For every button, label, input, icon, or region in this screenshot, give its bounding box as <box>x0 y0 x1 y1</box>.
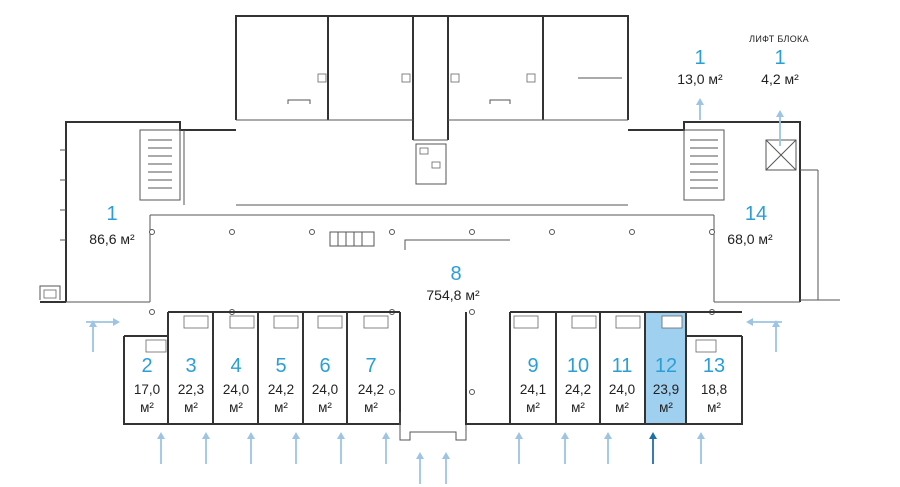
room-12-unit: м² <box>659 400 673 415</box>
room-2-number[interactable]: 2 <box>141 355 152 377</box>
unit-12-highlight[interactable] <box>645 312 686 424</box>
room-6-unit: м² <box>318 400 332 415</box>
room-13-number[interactable]: 13 <box>703 355 725 377</box>
room-1-area: 13,0 м² <box>677 71 723 87</box>
entrance-arrow-icon <box>696 98 704 105</box>
entrance-arrow-icon <box>776 110 784 117</box>
room-5-unit: м² <box>274 400 288 415</box>
entrance-arrow-icon <box>746 318 753 326</box>
room-6-area: 24,0 <box>312 382 338 397</box>
room-10-unit: м² <box>571 400 585 415</box>
room-6-number[interactable]: 6 <box>319 355 330 377</box>
corridor <box>149 204 715 395</box>
entrance-arrow-icon <box>292 432 300 439</box>
room-3-area: 22,3 <box>178 382 204 397</box>
room-5-area: 24,2 <box>268 382 294 397</box>
room-3-number[interactable]: 3 <box>185 355 196 377</box>
room-8-area: 754,8 м² <box>426 287 480 303</box>
entrance-arrow-icon <box>649 432 657 439</box>
room-4-number[interactable]: 4 <box>230 355 241 377</box>
left-units <box>123 311 467 441</box>
room-1-number[interactable]: 1 <box>694 47 705 69</box>
room-11-unit: м² <box>615 400 629 415</box>
room-7-unit: м² <box>364 400 378 415</box>
room-7-area: 24,2 <box>358 382 384 397</box>
entrance-arrow-icon <box>337 432 345 439</box>
room-11-number[interactable]: 11 <box>612 355 633 377</box>
room-9-unit: м² <box>526 400 540 415</box>
entrance-arrow-icon <box>416 452 424 459</box>
entrance-arrow-icon <box>89 320 97 327</box>
room-2-unit: м² <box>140 400 154 415</box>
room-14-area: 68,0 м² <box>727 231 773 247</box>
entrance-arrow-icon <box>382 432 390 439</box>
entrance-arrow-icon <box>697 432 705 439</box>
room-1-left-number[interactable]: 1 <box>106 203 117 225</box>
entrance-arrow-icon <box>604 432 612 439</box>
room-12-area: 23,9 <box>653 382 679 397</box>
entrance-arrow-icon <box>247 432 255 439</box>
room-9-area: 24,1 <box>520 382 546 397</box>
room-8-number[interactable]: 8 <box>450 263 461 285</box>
right-units <box>465 311 743 425</box>
room-10-number[interactable]: 10 <box>567 355 589 377</box>
entrance-arrows <box>86 98 784 484</box>
room-14-number[interactable]: 14 <box>745 203 767 225</box>
main-shell <box>39 121 840 303</box>
entrance-arrow-icon <box>202 432 210 439</box>
entrance-arrow-icon <box>157 432 165 439</box>
room-13-area: 18,8 <box>701 382 727 397</box>
room-13-unit: м² <box>707 400 721 415</box>
room-1-lift-number[interactable]: 1 <box>774 47 785 69</box>
room-2-area: 17,0 <box>134 382 160 397</box>
room-7-number[interactable]: 7 <box>365 355 376 377</box>
room-12-number[interactable]: 12 <box>655 355 677 377</box>
upper-block <box>235 15 629 141</box>
room-1-lift-area: 4,2 м² <box>761 71 799 87</box>
entrance-arrow-icon <box>772 320 780 327</box>
room-4-unit: м² <box>229 400 243 415</box>
block-lift-caption: ЛИФТ БЛОКА <box>749 34 809 44</box>
room-5-number[interactable]: 5 <box>275 355 286 377</box>
room-11-area: 24,0 <box>609 382 635 397</box>
room-9-number[interactable]: 9 <box>527 355 538 377</box>
entrance-arrow-icon <box>515 432 523 439</box>
room-1-left-area: 86,6 м² <box>89 231 135 247</box>
entrance-arrow-icon <box>561 432 569 439</box>
room-3-unit: м² <box>184 400 198 415</box>
entrance-arrow-icon <box>113 318 120 326</box>
entrance-arrow-icon <box>442 452 450 459</box>
room-labels: ЛИФТ БЛОКА 1 13,0 м² 1 4,2 м² 1 86,6 м² … <box>89 34 809 415</box>
room-4-area: 24,0 <box>223 382 249 397</box>
service-cores <box>139 129 797 205</box>
room-10-area: 24,2 <box>565 382 591 397</box>
